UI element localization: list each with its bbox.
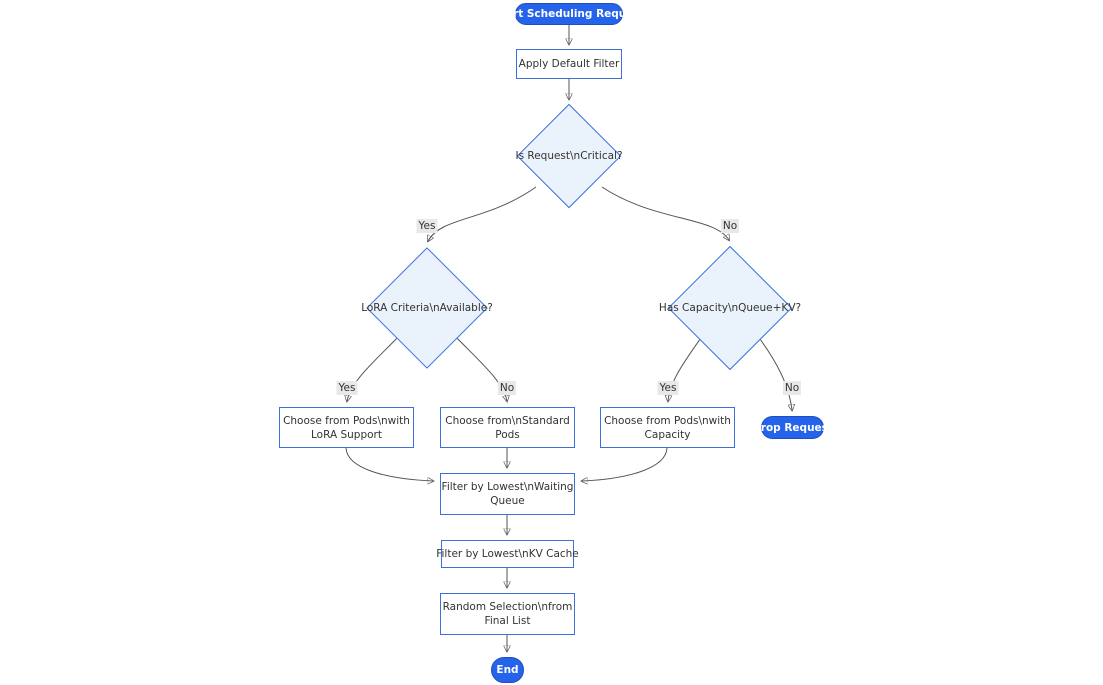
edge-capacity-no: [756, 334, 792, 410]
node-filter-waiting-queue-line2: Queue: [490, 495, 525, 507]
node-is-critical-label: Is Request\nCritical?: [515, 150, 623, 162]
edge-label-lora-no: No: [497, 381, 517, 395]
node-filter-kv-cache-label: Filter by Lowest\nKV Cache: [436, 548, 579, 560]
node-random-selection-line1: Random Selection\nfrom: [442, 601, 573, 613]
node-end: End: [491, 657, 524, 683]
node-filter-waiting-queue-line1: Filter by Lowest\nWaiting: [441, 481, 574, 493]
edge-capacity-yes: [668, 334, 704, 401]
edge-critical-no: [601, 186, 729, 240]
node-filter-waiting-queue: Filter by Lowest\nWaiting Queue: [440, 473, 575, 515]
node-choose-lora-pods-line1: Choose from Pods\nwith: [283, 414, 410, 427]
edge-label-capacity-yes: Yes: [657, 381, 679, 395]
node-has-capacity: Has Capacity\nQueue+KV?: [658, 298, 802, 318]
node-start-label: Start Scheduling Request: [493, 8, 645, 20]
node-choose-capacity-pods-line2: Capacity: [644, 428, 691, 441]
node-end-label: End: [496, 664, 519, 676]
edge-label-critical-no: No: [720, 219, 740, 233]
node-choose-standard-pods-line1: Choose from\nStandard: [445, 414, 570, 427]
node-is-critical: Is Request\nCritical?: [509, 146, 629, 166]
node-has-capacity-label: Has Capacity\nQueue+KV?: [658, 302, 802, 314]
node-drop-request: Drop Request: [752, 416, 833, 439]
node-choose-capacity-pods-line1: Choose from Pods\nwith: [604, 414, 731, 427]
node-choose-capacity-pods: Choose from Pods\nwith Capacity: [600, 407, 735, 448]
edge-critical-yes: [428, 186, 537, 241]
edge-label-lora-yes: Yes: [336, 381, 358, 395]
edge-label-critical-yes: Yes: [416, 219, 438, 233]
node-lora-available: LoRA Criteria\nAvailable?: [360, 298, 494, 318]
node-choose-standard-pods: Choose from\nStandard Pods: [440, 407, 575, 448]
node-choose-lora-pods-line2: LoRA Support: [311, 428, 382, 441]
edge-lora-yes: [347, 335, 400, 401]
node-choose-standard-pods-line2: Pods: [495, 428, 520, 441]
edge-capacitypods-to-filterqueue: [582, 447, 668, 481]
node-random-selection: Random Selection\nfrom Final List: [440, 593, 575, 635]
node-apply-default-filter: Apply Default Filter: [516, 49, 622, 79]
node-choose-lora-pods: Choose from Pods\nwith LoRA Support: [279, 407, 414, 448]
edge-lora-no: [454, 335, 507, 401]
node-random-selection-line2: Final List: [484, 615, 531, 627]
node-lora-available-label: LoRA Criteria\nAvailable?: [361, 302, 493, 314]
edge-lorapods-to-filterqueue: [345, 447, 433, 481]
node-filter-kv-cache: Filter by Lowest\nKV Cache: [436, 540, 579, 568]
node-apply-default-filter-label: Apply Default Filter: [518, 58, 620, 70]
node-start: Start Scheduling Request: [493, 3, 645, 25]
node-drop-request-label: Drop Request: [752, 421, 833, 434]
edge-label-capacity-no: No: [782, 381, 802, 395]
